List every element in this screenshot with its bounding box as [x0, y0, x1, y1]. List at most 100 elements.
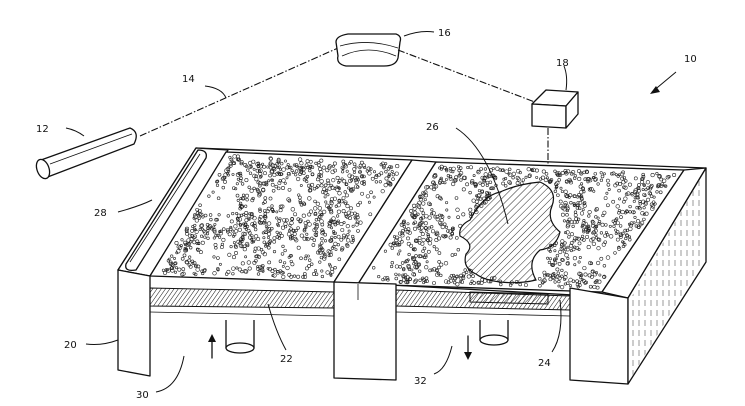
powder-particle: [308, 258, 312, 262]
powder-particle: [310, 236, 314, 240]
powder-particle: [625, 209, 629, 213]
powder-particle: [251, 237, 256, 242]
powder-particle: [625, 228, 629, 233]
powder-particle: [412, 256, 417, 261]
powder-particle: [267, 236, 270, 239]
powder-particle: [608, 224, 612, 228]
powder-particle: [290, 168, 294, 173]
powder-particle: [220, 245, 224, 249]
scanner-box: [531, 89, 579, 129]
powder-particle: [288, 165, 293, 170]
powder-particle: [262, 240, 267, 245]
powder-particle: [239, 176, 243, 181]
powder-particle: [367, 171, 372, 176]
powder-particle: [345, 243, 349, 247]
powder-particle: [257, 220, 262, 224]
powder-particle: [434, 230, 440, 236]
powder-particle: [421, 215, 425, 220]
powder-particle: [394, 235, 400, 240]
powder-particle: [585, 177, 590, 182]
powder-particle: [287, 198, 292, 203]
powder-particle: [262, 252, 267, 257]
powder-particle: [227, 252, 232, 257]
powder-particle: [356, 229, 360, 233]
powder-particle: [421, 190, 426, 196]
powder-particle: [597, 279, 602, 284]
powder-particle: [578, 200, 583, 205]
powder-particle: [444, 234, 448, 238]
powder-particle: [627, 222, 631, 226]
powder-particle: [235, 266, 239, 270]
powder-particle: [461, 276, 466, 280]
powder-particle: [391, 241, 396, 245]
powder-particle: [402, 277, 407, 282]
powder-particle: [537, 277, 542, 281]
powder-particle: [469, 282, 473, 286]
powder-particle: [372, 195, 376, 199]
powder-particle: [192, 271, 196, 275]
powder-particle: [240, 245, 244, 249]
powder-particle: [327, 220, 332, 226]
powder-particle: [298, 167, 303, 172]
powder-particle: [579, 171, 583, 175]
powder-particle: [348, 178, 353, 184]
powder-particle: [501, 181, 505, 186]
powder-particle: [313, 212, 318, 217]
powder-particle: [555, 267, 560, 272]
powder-particle: [413, 260, 417, 264]
reflector-lens: [335, 33, 402, 67]
powder-particle: [342, 233, 346, 238]
powder-particle: [374, 180, 379, 184]
powder-particle: [632, 210, 636, 214]
powder-particle: [281, 271, 285, 275]
powder-particle: [576, 203, 580, 208]
powder-particle: [342, 221, 346, 225]
powder-particle: [360, 175, 364, 179]
powder-particle: [294, 238, 299, 243]
powder-particle: [319, 213, 323, 216]
powder-particle: [440, 214, 445, 219]
powder-particle: [389, 165, 394, 169]
powder-particle: [216, 196, 221, 201]
powder-particle: [339, 237, 344, 242]
powder-particle: [632, 221, 636, 225]
powder-particle: [558, 249, 563, 255]
powder-particle: [425, 237, 430, 242]
powder-particle: [390, 246, 394, 250]
powder-particle: [563, 200, 568, 206]
powder-particle: [325, 178, 330, 183]
powder-particle: [435, 268, 439, 273]
powder-particle: [406, 222, 410, 226]
powder-particle: [236, 213, 241, 218]
powder-particle: [425, 185, 430, 189]
powder-particle: [228, 163, 233, 168]
powder-particle: [565, 261, 570, 266]
powder-particle: [562, 207, 567, 212]
powder-particle: [280, 252, 285, 256]
powder-particle: [428, 268, 432, 273]
powder-particle: [304, 163, 309, 168]
powder-particle: [636, 186, 640, 190]
powder-particle: [173, 256, 176, 260]
powder-particle: [563, 241, 567, 245]
powder-particle: [309, 262, 314, 266]
powder-particle: [597, 220, 602, 224]
powder-particle: [656, 184, 660, 189]
powder-particle: [499, 282, 503, 287]
powder-particle: [448, 229, 453, 234]
powder-particle: [635, 205, 639, 210]
powder-particle: [358, 166, 362, 170]
powder-particle: [334, 204, 338, 208]
powder-particle: [541, 169, 546, 174]
powder-particle: [323, 239, 328, 243]
powder-particle: [423, 198, 427, 202]
powder-particle: [433, 173, 438, 179]
powder-particle: [601, 242, 606, 247]
leader-32: [433, 345, 453, 375]
powder-particle: [360, 180, 365, 185]
powder-particle: [358, 220, 363, 225]
leader-28: [117, 199, 153, 213]
powder-particle: [215, 183, 220, 187]
powder-particle: [273, 267, 277, 272]
powder-particle: [462, 175, 467, 181]
